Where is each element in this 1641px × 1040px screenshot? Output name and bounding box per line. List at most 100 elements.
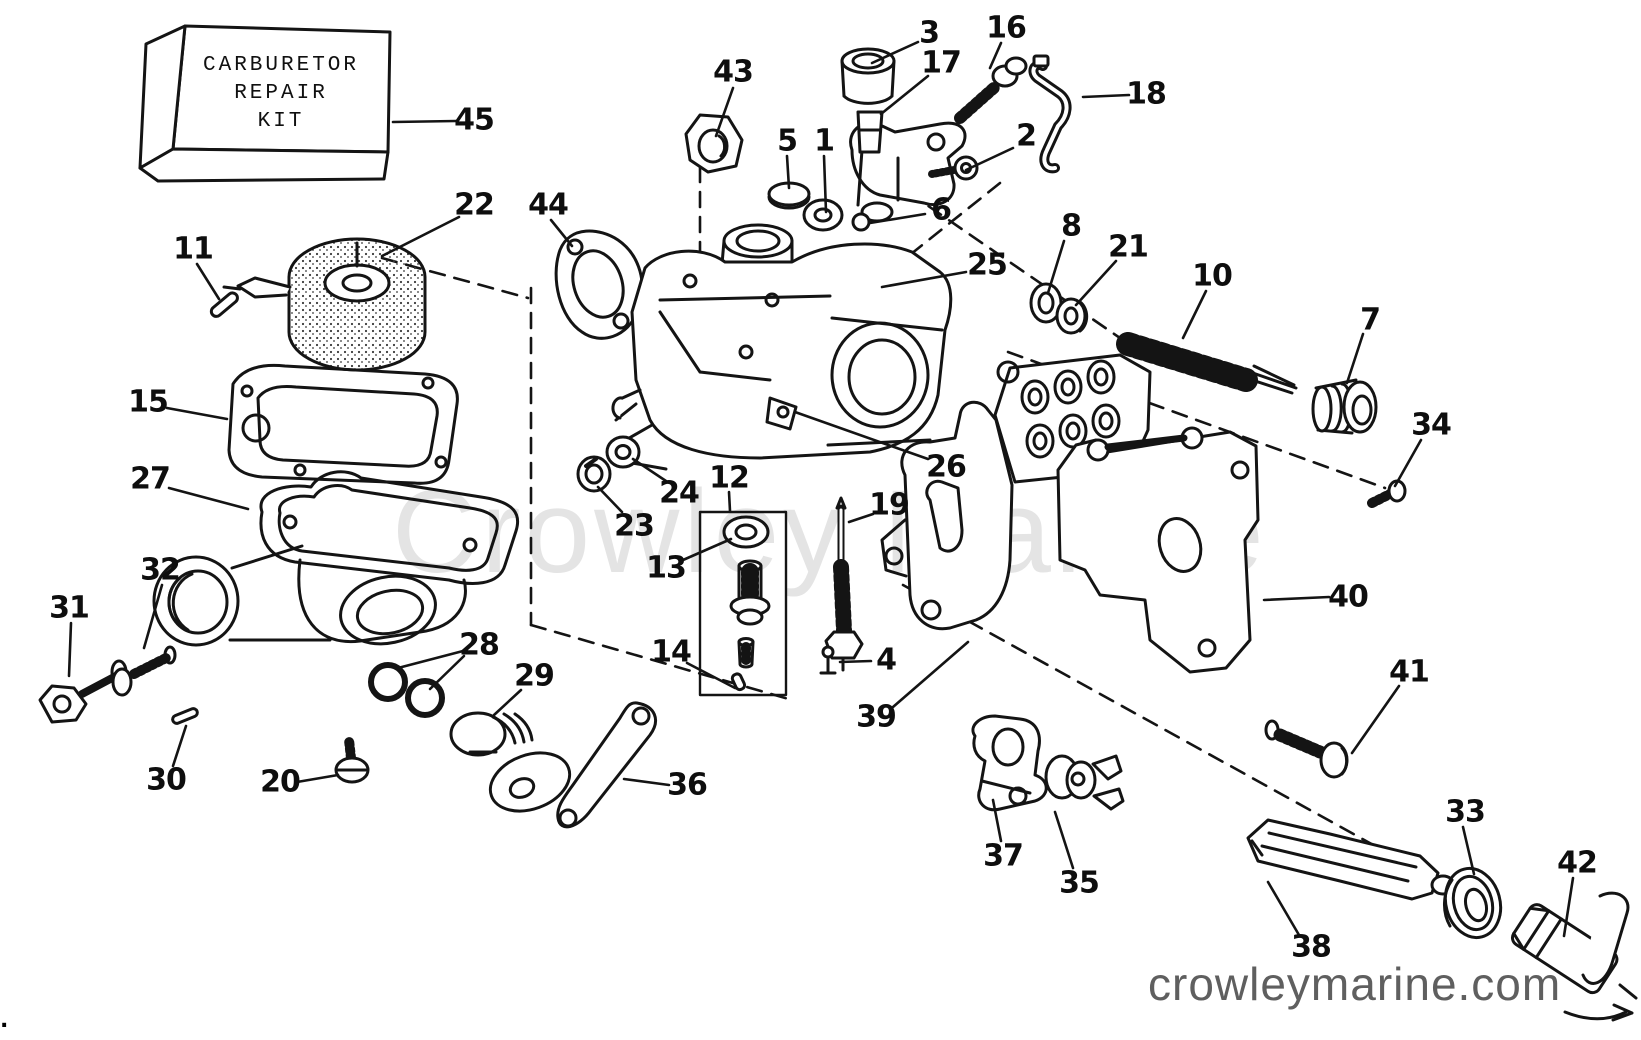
callout-2: 2 xyxy=(1016,118,1037,154)
kit-box-line-2: REPAIR xyxy=(234,82,328,105)
callout-26: 26 xyxy=(926,449,967,485)
leader-lines xyxy=(67,40,1575,938)
leader-line-23 xyxy=(596,485,624,514)
leader-line-6 xyxy=(868,212,927,225)
leader-line-28 xyxy=(396,649,465,670)
part-plunger-42 xyxy=(1510,891,1638,1000)
part-float-bowl-27 xyxy=(152,470,520,647)
part-bracket-40 xyxy=(1056,426,1260,674)
callout-14: 14 xyxy=(651,634,692,670)
leader-line-40 xyxy=(1262,595,1331,602)
part-washer-24 xyxy=(605,435,641,469)
kit-box-line-3: KIT xyxy=(258,110,305,133)
leader-line-24 xyxy=(631,457,668,483)
part-lockwasher-23 xyxy=(576,455,612,493)
part-main-jet xyxy=(729,559,771,626)
leader-line-37 xyxy=(991,798,1003,843)
leader-line-41 xyxy=(1350,684,1401,755)
callout-27: 27 xyxy=(130,461,171,497)
part-float-22 xyxy=(222,237,427,372)
leader-line-13 xyxy=(681,537,733,562)
callout-44: 44 xyxy=(528,187,569,223)
part-clamp-37 xyxy=(971,714,1048,812)
leader-line-3 xyxy=(870,40,920,65)
callout-31: 31 xyxy=(49,590,90,626)
callout-28: 28 xyxy=(459,627,500,663)
callout-12: 12 xyxy=(709,460,750,496)
part-seal-33 xyxy=(1443,866,1503,940)
callout-40: 40 xyxy=(1328,579,1369,615)
leader-line-34 xyxy=(1393,438,1423,488)
callout-39: 39 xyxy=(856,699,897,735)
callout-34: 34 xyxy=(1411,407,1452,443)
callout-18: 18 xyxy=(1126,76,1167,112)
part-valve-4 xyxy=(819,645,837,675)
part-pin-30 xyxy=(171,707,199,725)
leader-line-4 xyxy=(838,659,873,664)
callout-5: 5 xyxy=(777,123,798,159)
callout-30: 30 xyxy=(146,762,187,798)
callout-22: 22 xyxy=(454,187,495,223)
leader-line-44 xyxy=(549,218,574,248)
leader-line-33 xyxy=(1461,825,1476,876)
leader-line-43 xyxy=(714,86,735,138)
callout-23: 23 xyxy=(614,508,655,544)
leader-line-1 xyxy=(822,154,828,214)
part-carburetor-body xyxy=(611,223,953,471)
leader-line-12 xyxy=(727,490,732,513)
part-screw-41 xyxy=(1264,719,1349,779)
part-screw-20 xyxy=(334,735,370,784)
leader-line-32 xyxy=(142,583,164,650)
part-screw-34 xyxy=(1367,479,1407,508)
leader-line-10 xyxy=(1181,289,1208,340)
part-screw-2 xyxy=(928,155,979,181)
callout-33: 33 xyxy=(1445,794,1486,830)
part-washer-1 xyxy=(802,198,844,232)
leader-line-5 xyxy=(785,154,791,190)
callout-38: 38 xyxy=(1291,929,1332,965)
leader-line-30 xyxy=(171,724,188,768)
callout-16: 16 xyxy=(986,10,1027,46)
part-needle-19 xyxy=(824,496,864,672)
part-washer-13 xyxy=(722,515,770,549)
callout-7: 7 xyxy=(1360,302,1381,338)
part-orings-28 xyxy=(368,662,445,718)
callout-25: 25 xyxy=(967,247,1008,283)
part-gasket-44 xyxy=(554,229,644,340)
website-text: crowleymarine.com xyxy=(1148,958,1561,1010)
part-box-12 xyxy=(698,510,788,697)
leader-line-7 xyxy=(1345,332,1365,385)
leader-line-20 xyxy=(295,773,340,784)
part-repair-kit-box: CARBURETOR REPAIR KIT xyxy=(138,24,392,183)
leader-line-25 xyxy=(880,270,968,289)
callout-3: 3 xyxy=(919,15,940,51)
callout-4: 4 xyxy=(876,642,897,678)
leader-line-36 xyxy=(622,777,671,787)
leader-line-16 xyxy=(988,41,1003,70)
leader-line-28 xyxy=(428,654,466,691)
callout-1: 1 xyxy=(814,123,835,159)
callout-37: 37 xyxy=(983,838,1024,874)
part-screw-32 xyxy=(111,645,177,697)
part-slide-38 xyxy=(1246,818,1456,901)
part-packing-21 xyxy=(1055,297,1089,335)
callout-20: 20 xyxy=(260,764,301,800)
part-plunger-29 xyxy=(449,711,572,813)
leader-line-21 xyxy=(1074,259,1118,307)
part-spring-10 xyxy=(1116,332,1298,395)
part-nut-43 xyxy=(684,113,744,174)
callout-10: 10 xyxy=(1192,258,1233,294)
leader-line-8 xyxy=(1046,239,1066,295)
leader-line-45 xyxy=(391,119,458,124)
callout-24: 24 xyxy=(659,475,700,511)
leader-line-11 xyxy=(195,262,221,301)
part-pump-body-17 xyxy=(849,110,967,223)
leader-line-38 xyxy=(1266,880,1301,937)
leader-line-35 xyxy=(1053,810,1075,870)
part-bolt-31 xyxy=(38,659,128,724)
callout-45: 45 xyxy=(454,102,495,138)
leader-line-22 xyxy=(380,215,461,258)
leader-line-15 xyxy=(165,406,229,421)
callout-11: 11 xyxy=(173,231,214,267)
